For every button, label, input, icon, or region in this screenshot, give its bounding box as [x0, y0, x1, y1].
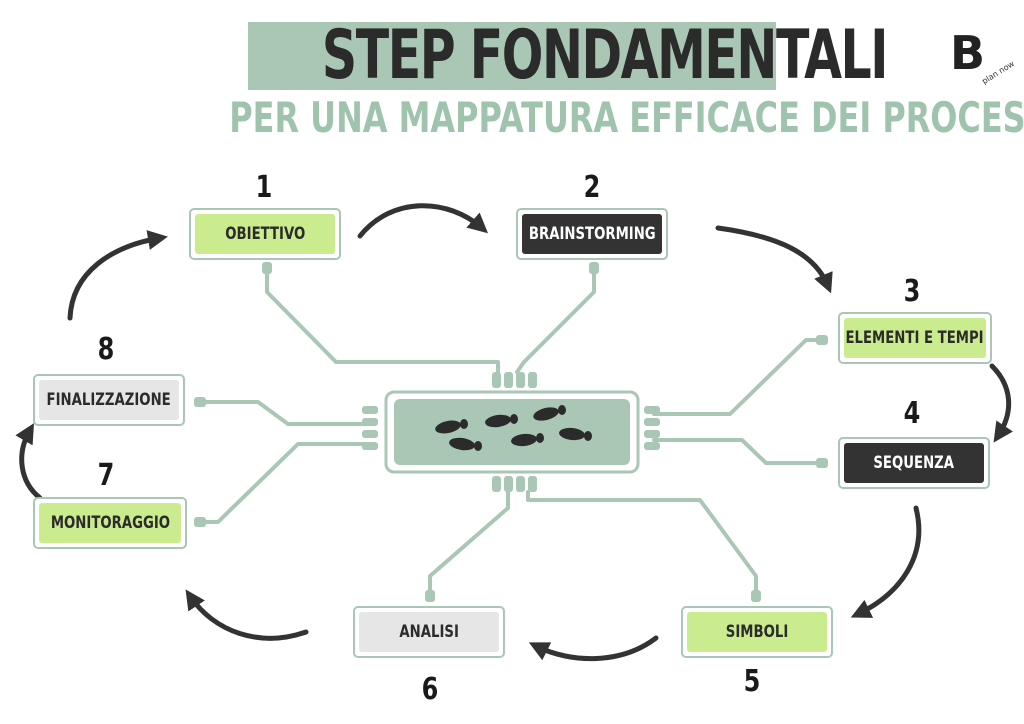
- step-label: BRAINSTORMING: [528, 224, 656, 244]
- connector-monitoraggio: [194, 442, 370, 524]
- circuit-connectors: [194, 264, 828, 602]
- step-obiettivo: OBIETTIVO: [189, 208, 341, 260]
- step-label: MONITORAGGIO: [50, 513, 170, 533]
- arrow-6-to-7: [185, 589, 309, 641]
- connector-brainstorming: [515, 264, 596, 374]
- step-label: OBIETTIVO: [224, 224, 305, 244]
- step-label: SEQUENZA: [873, 453, 955, 473]
- connector-simboli: [526, 490, 758, 602]
- footprints-icon: [435, 405, 592, 451]
- step-analisi: ANALISI: [353, 606, 505, 658]
- arrow-3-to-4: [989, 363, 1013, 443]
- arrow-4-to-5: [850, 505, 922, 618]
- connector-obiettivo: [265, 264, 500, 374]
- connector-finalizzazione: [194, 400, 370, 426]
- arrow-7-to-8: [15, 423, 43, 501]
- connector-sequenza: [652, 438, 828, 465]
- connector-analisi: [428, 490, 510, 602]
- step-label: FINALIZZAZIONE: [46, 390, 172, 410]
- step-finalizzazione: FINALIZZAZIONE: [33, 374, 185, 426]
- arrow-1-to-2: [357, 203, 489, 239]
- step-number-7: 7: [97, 458, 115, 493]
- step-sequenza: SEQUENZA: [838, 437, 990, 489]
- step-number-4: 4: [903, 396, 921, 431]
- logo-letter: B: [950, 26, 986, 80]
- chip-pins: [362, 372, 660, 492]
- connector-terminals: [194, 262, 828, 602]
- step-label: SIMBOLI: [725, 622, 789, 642]
- step-number-2: 2: [583, 170, 601, 205]
- title-highlight: [248, 22, 776, 90]
- step-elementi-e-tempi: ELEMENTI E TEMPI: [838, 312, 992, 364]
- arrow-2-to-3: [715, 225, 833, 294]
- brand-logo: B plan now: [950, 26, 1016, 86]
- arrow-8-to-1: [67, 230, 168, 321]
- flow-arrows: [15, 203, 1013, 662]
- step-number-8: 8: [97, 332, 115, 367]
- step-label: ANALISI: [399, 622, 459, 642]
- step-monitoraggio: MONITORAGGIO: [33, 497, 187, 549]
- arrow-5-to-6: [528, 635, 659, 662]
- step-label: ELEMENTI E TEMPI: [845, 328, 985, 348]
- central-chip: [384, 390, 640, 474]
- step-number-6: 6: [421, 672, 439, 707]
- step-brainstorming: BRAINSTORMING: [516, 208, 668, 260]
- connector-elementi: [652, 338, 828, 416]
- step-simboli: SIMBOLI: [681, 606, 833, 658]
- step-number-5: 5: [743, 664, 761, 699]
- step-number-3: 3: [903, 274, 921, 309]
- step-number-1: 1: [255, 170, 273, 205]
